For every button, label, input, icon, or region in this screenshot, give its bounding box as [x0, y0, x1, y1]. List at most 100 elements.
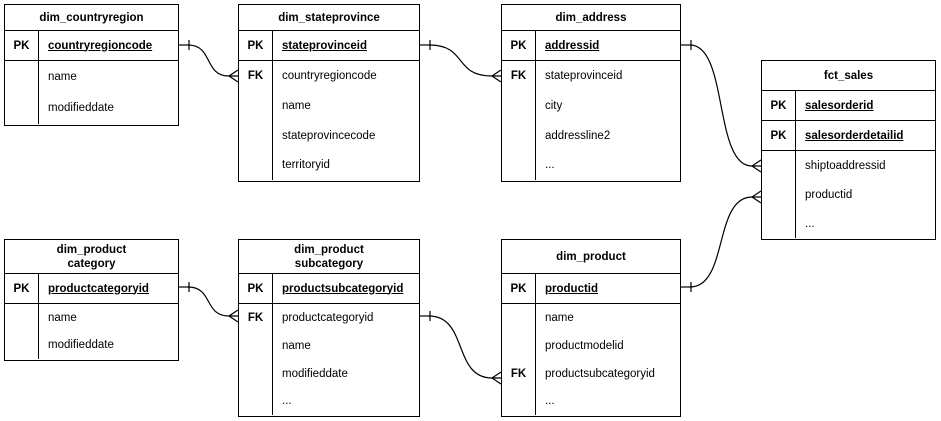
relationship-line	[428, 315, 493, 379]
attribute-key-column	[5, 61, 39, 125]
attribute-key-column	[762, 151, 796, 239]
key-row: PK productsubcategoryid	[239, 274, 419, 304]
attribute-name: stateprovinceid	[545, 69, 623, 82]
relationship-stateprovince-to-address[interactable]	[420, 40, 502, 83]
attribute-name: ...	[805, 217, 815, 230]
relationship-countryregion-to-stateprovince[interactable]	[179, 40, 239, 83]
key-field-name: salesorderdetailid	[805, 129, 904, 142]
entity-title-line: dim_product	[556, 250, 626, 263]
attribute-name: addressline2	[545, 129, 611, 142]
foreign-key-badge: FK	[510, 367, 527, 380]
key-row: PK salesorderid	[762, 91, 935, 121]
attribute-name: modifieddate	[48, 102, 114, 115]
key-badge: PK	[5, 274, 39, 303]
key-badge: PK	[502, 274, 536, 303]
entity-title-line: category	[67, 257, 116, 270]
key-field-name: productsubcategoryid	[282, 282, 404, 295]
key-badge: PK	[762, 91, 796, 120]
key-badge: PK	[762, 121, 796, 150]
many-cardinality-crowfoot	[228, 69, 239, 83]
entity-title-line: dim_product	[56, 243, 127, 256]
attribute-section: FK productcategoryid name modifieddate...	[239, 304, 419, 416]
key-badge: PK	[239, 31, 273, 60]
attribute-name-column: productcategoryid name modifieddate...	[273, 304, 419, 415]
relationship-line	[689, 196, 753, 288]
relationship-address-to-sales[interactable]	[681, 40, 762, 173]
attribute-name: ...	[545, 159, 555, 172]
attribute-name: name	[48, 70, 77, 83]
attribute-name: modifieddate	[282, 367, 348, 380]
foreign-key-badge: FK	[510, 69, 527, 82]
entity-title-line: fct_sales	[823, 69, 874, 82]
key-field-name: productid	[545, 282, 599, 295]
entity-title: dim_address	[502, 5, 680, 31]
entity-title-line: dim_stateprovince	[278, 11, 380, 24]
attribute-key-column: FK	[239, 61, 273, 181]
entity-title: fct_sales	[762, 61, 935, 91]
attribute-name: ...	[545, 395, 555, 408]
attribute-name: territoryid	[282, 159, 330, 172]
key-row: PK stateprovinceid	[239, 31, 419, 61]
foreign-key-badge: FK	[247, 69, 264, 82]
key-field-name: countryregioncode	[48, 39, 153, 52]
relationship-productcategory-to-subcategory[interactable]	[179, 282, 239, 323]
attribute-key-column: FK	[502, 304, 536, 416]
key-badge: PK	[502, 31, 536, 60]
attribute-name: name	[282, 99, 311, 112]
attribute-name: productcategoryid	[282, 311, 374, 324]
many-cardinality-crowfoot	[751, 159, 762, 173]
attribute-name: ...	[282, 395, 292, 408]
entity-title: dim_countryregion	[5, 5, 178, 31]
key-field-name: stateprovinceid	[282, 39, 367, 52]
attribute-name: name	[545, 311, 574, 324]
relationship-line	[689, 44, 753, 167]
attribute-key-column: FK	[239, 304, 273, 416]
key-row: PK salesorderdetailid	[762, 121, 935, 151]
attribute-name: name	[48, 311, 77, 324]
attribute-name: city	[545, 99, 563, 112]
attribute-name-column: stateprovinceid city addressline2...	[536, 61, 680, 180]
attribute-key-column	[5, 304, 39, 360]
key-badge: PK	[239, 274, 273, 303]
attribute-name-column: name modifieddate	[39, 61, 178, 124]
key-field-name: salesorderid	[805, 99, 874, 112]
foreign-key-badge: FK	[247, 311, 264, 324]
many-cardinality-crowfoot	[491, 69, 502, 83]
relationship-line	[187, 44, 230, 77]
entity-title-line: subcategory	[294, 257, 364, 270]
many-cardinality-crowfoot	[751, 190, 762, 204]
entity-title-line: dim_countryregion	[39, 11, 144, 24]
entity-title: dim_product	[502, 240, 680, 274]
attribute-name: stateprovincecode	[282, 129, 376, 142]
attribute-section: name modifieddate	[5, 61, 178, 125]
attribute-name: productmodelid	[545, 339, 624, 352]
attribute-name: shiptoaddressid	[805, 159, 886, 172]
relationship-subcategory-to-product[interactable]	[420, 311, 502, 385]
key-field-name: addressid	[545, 39, 600, 52]
entity-title-line: dim_product	[294, 243, 364, 256]
many-cardinality-crowfoot	[491, 371, 502, 385]
attribute-name: name	[282, 339, 311, 352]
entity-title: dim_stateprovince	[239, 5, 419, 31]
relationship-line	[428, 44, 493, 77]
relationship-product-to-sales[interactable]	[681, 190, 762, 292]
